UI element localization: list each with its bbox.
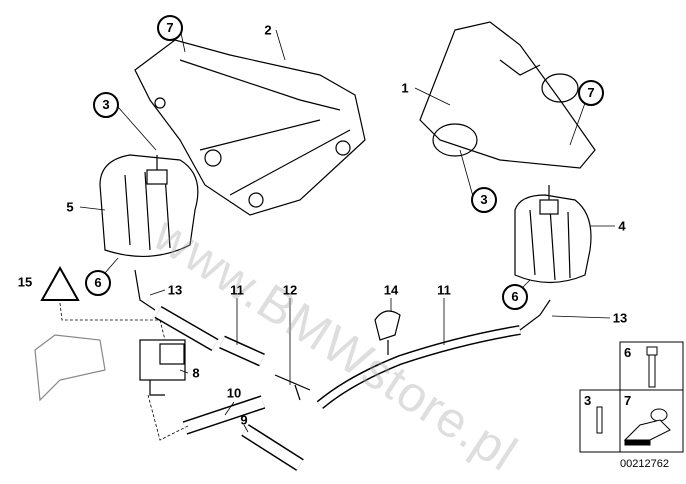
- fastener-legend-box: [579, 341, 684, 453]
- callout-11: 11: [230, 282, 244, 298]
- callout-7: 7: [157, 15, 183, 41]
- engine-mount-left: [99, 154, 199, 257]
- document-number: 00212762: [620, 458, 669, 470]
- leader-lines: [59, 27, 615, 441]
- engine-mount-right: [514, 185, 592, 284]
- callout-5: 5: [66, 199, 74, 215]
- heat-shield: [34, 334, 106, 402]
- callout-3: 3: [93, 92, 119, 118]
- engine-bracket-right: [419, 21, 596, 169]
- solenoid-valve: [139, 339, 186, 396]
- callout-11: 11: [437, 282, 451, 298]
- callout-6: 6: [85, 270, 111, 296]
- vacuum-hoses: [134, 269, 551, 471]
- legend-nut-number: 7: [624, 393, 632, 408]
- callout-2: 2: [264, 22, 272, 38]
- callout-8: 8: [192, 365, 200, 381]
- legend-stud-number: 3: [584, 393, 592, 408]
- legend-bolt-number: 6: [624, 345, 632, 360]
- callout-4: 4: [618, 218, 626, 234]
- callout-15: 15: [17, 274, 33, 290]
- callout-1: 1: [401, 80, 409, 96]
- callout-13: 13: [167, 282, 183, 298]
- engine-bracket-left: [134, 39, 366, 216]
- callout-12: 12: [282, 282, 298, 298]
- warning-label-icon: [40, 265, 80, 301]
- callout-10: 10: [226, 385, 242, 401]
- callout-3: 3: [471, 187, 497, 213]
- callout-6: 6: [502, 284, 528, 310]
- callout-7: 7: [578, 80, 604, 106]
- callout-14: 14: [383, 282, 399, 298]
- callout-13: 13: [612, 310, 628, 326]
- callout-9: 9: [240, 412, 248, 428]
